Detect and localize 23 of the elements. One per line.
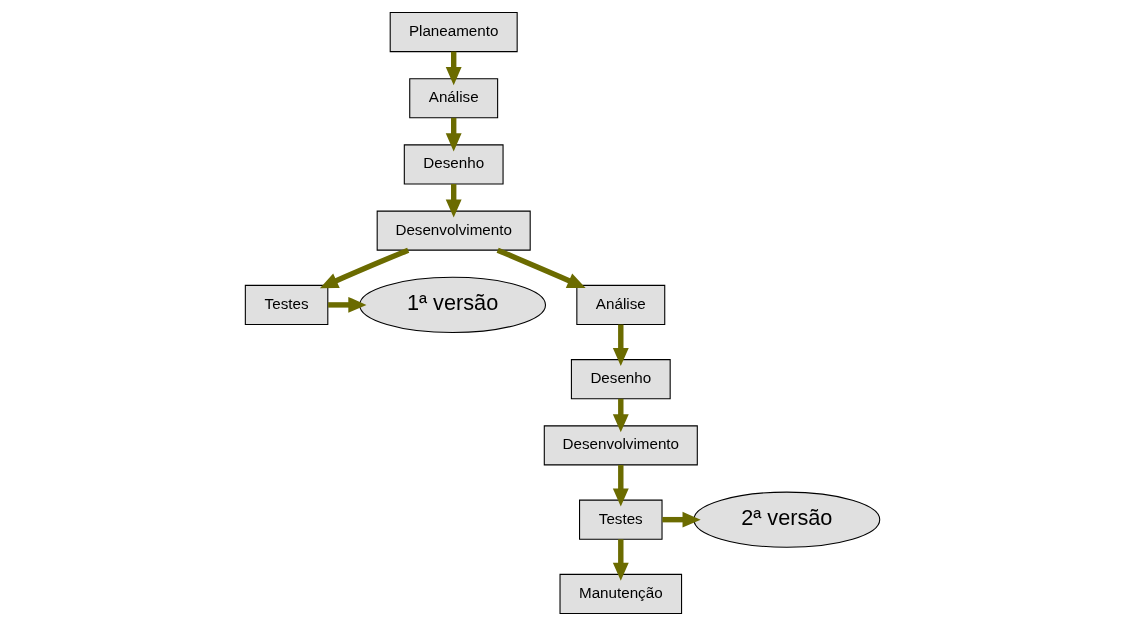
arrow <box>496 247 586 289</box>
arrow <box>612 539 629 581</box>
node-box: Planeamento <box>389 11 518 53</box>
arrow <box>662 511 701 528</box>
node-box: Testes <box>244 284 329 325</box>
arrow <box>445 184 462 218</box>
node-box: Análise <box>576 284 666 325</box>
node-ellipse: 1ª versão <box>359 276 547 334</box>
arrow <box>612 465 629 507</box>
arrow <box>319 247 410 289</box>
arrow <box>328 296 367 313</box>
node-box: Testes <box>579 499 663 540</box>
node-box: Análise <box>409 78 499 119</box>
arrow <box>445 51 462 86</box>
arrow <box>445 117 462 152</box>
node-box: Desenho <box>570 359 671 400</box>
node-box: Desenvolvimento <box>543 425 698 466</box>
node-box: Desenvolvimento <box>376 210 531 251</box>
node-box: Manutenção <box>559 573 683 615</box>
arrow <box>612 324 629 367</box>
arrow <box>612 398 629 433</box>
node-box: Desenho <box>403 144 504 185</box>
node-ellipse: 2ª versão <box>693 491 881 548</box>
